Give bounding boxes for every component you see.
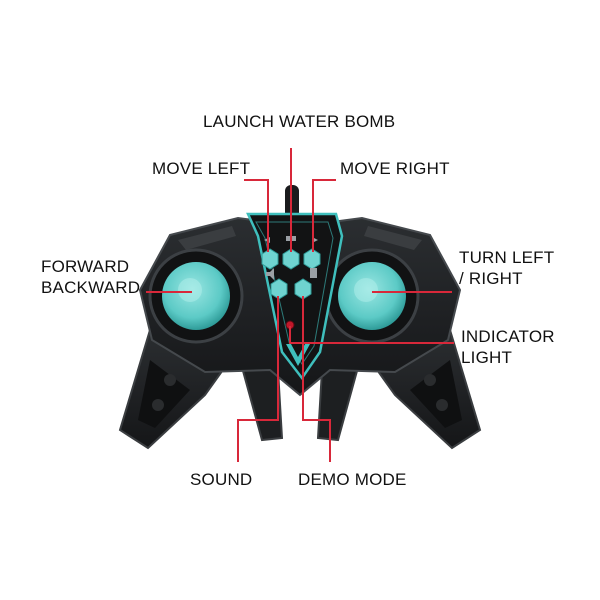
left-joystick [148, 248, 244, 344]
demo-icon [310, 268, 317, 278]
label-turn-left-right: TURN LEFT / RIGHT [459, 247, 554, 289]
label-sound-text: SOUND [190, 470, 253, 489]
label-forward-text: FORWARD [41, 257, 130, 276]
leader-demo [302, 296, 331, 462]
speaker-icon [266, 268, 274, 280]
label-backward-text: BACKWARD [41, 278, 141, 297]
move-left-button [261, 248, 279, 270]
label-indicator-line2: LIGHT [461, 348, 513, 367]
label-move-left: MOVE LEFT [152, 158, 250, 179]
leader-lines [146, 148, 454, 462]
sound-button [270, 278, 288, 300]
label-turn-line1: TURN LEFT [459, 248, 555, 267]
label-launch-text: LAUNCH WATER BOMB [203, 112, 396, 131]
label-indicator-light: INDICATOR LIGHT [461, 326, 555, 368]
label-demo-text: DEMO MODE [298, 470, 407, 489]
label-forward-backward: FORWARD BACKWARD [41, 256, 140, 298]
leader-sound [237, 296, 279, 462]
right-joystick [324, 248, 420, 344]
label-move-right-text: MOVE RIGHT [340, 159, 450, 178]
demo-mode-button [294, 278, 312, 300]
label-launch-water-bomb: LAUNCH WATER BOMB [203, 111, 395, 132]
leader-move-right [312, 179, 336, 252]
leader-indicator [289, 326, 454, 344]
label-sound: SOUND [190, 469, 252, 490]
label-move-left-text: MOVE LEFT [152, 159, 251, 178]
leader-move-left [244, 179, 269, 252]
label-turn-line2: / RIGHT [459, 269, 523, 288]
label-indicator-line1: INDICATOR [461, 327, 555, 346]
buttons [261, 236, 321, 300]
label-demo-mode: DEMO MODE [298, 469, 407, 490]
label-move-right: MOVE RIGHT [340, 158, 450, 179]
